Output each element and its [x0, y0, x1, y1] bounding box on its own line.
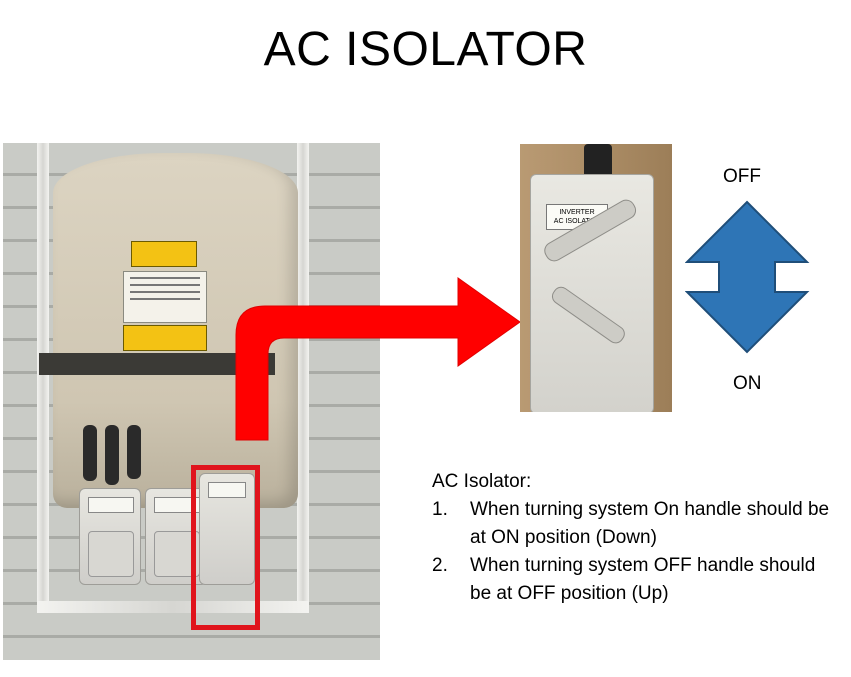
- instructions: AC Isolator: 1. When turning system On h…: [432, 468, 830, 608]
- isolator-label-line1: INVERTER: [559, 209, 595, 216]
- on-label: ON: [733, 373, 762, 394]
- page-title: AC ISOLATOR: [263, 23, 588, 76]
- inverter-installation-photo: [3, 143, 380, 660]
- list-item: 2. When turning system OFF handle should…: [432, 552, 830, 608]
- instructions-list: 1. When turning system On handle should …: [432, 496, 830, 608]
- cable: [584, 144, 612, 178]
- warning-sticker-top: [131, 241, 197, 267]
- isolator-label-line2: AC ISOLATOR: [553, 218, 601, 225]
- off-label: OFF: [723, 166, 761, 187]
- shutdown-procedure-notice: [123, 271, 207, 323]
- instructions-heading: AC Isolator:: [432, 471, 532, 492]
- dc-isolator-2: [145, 488, 207, 585]
- cable: [83, 425, 97, 481]
- up-down-double-arrow-icon: [685, 200, 810, 354]
- list-item-text: When turning system On handle should be …: [470, 499, 830, 548]
- conduit-pipe-left: [37, 143, 49, 613]
- list-item: 1. When turning system On handle should …: [432, 496, 830, 552]
- warning-sticker-bottom: [123, 325, 207, 351]
- cable: [105, 425, 119, 485]
- list-item-number: 1.: [432, 499, 448, 520]
- conduit-pipe-bottom: [37, 601, 309, 613]
- inverter-brand-band: [39, 353, 275, 375]
- dc-isolator-1: [79, 488, 141, 585]
- ac-isolator-highlight-frame: [191, 465, 260, 630]
- ac-isolator-closeup-photo: INVERTER AC ISOLATOR: [520, 144, 672, 412]
- cable: [127, 425, 141, 479]
- conduit-pipe-right: [297, 143, 309, 613]
- list-item-number: 2.: [432, 555, 448, 576]
- ac-isolator-in-photo: [199, 473, 255, 585]
- list-item-text: When turning system OFF handle should be…: [470, 555, 816, 604]
